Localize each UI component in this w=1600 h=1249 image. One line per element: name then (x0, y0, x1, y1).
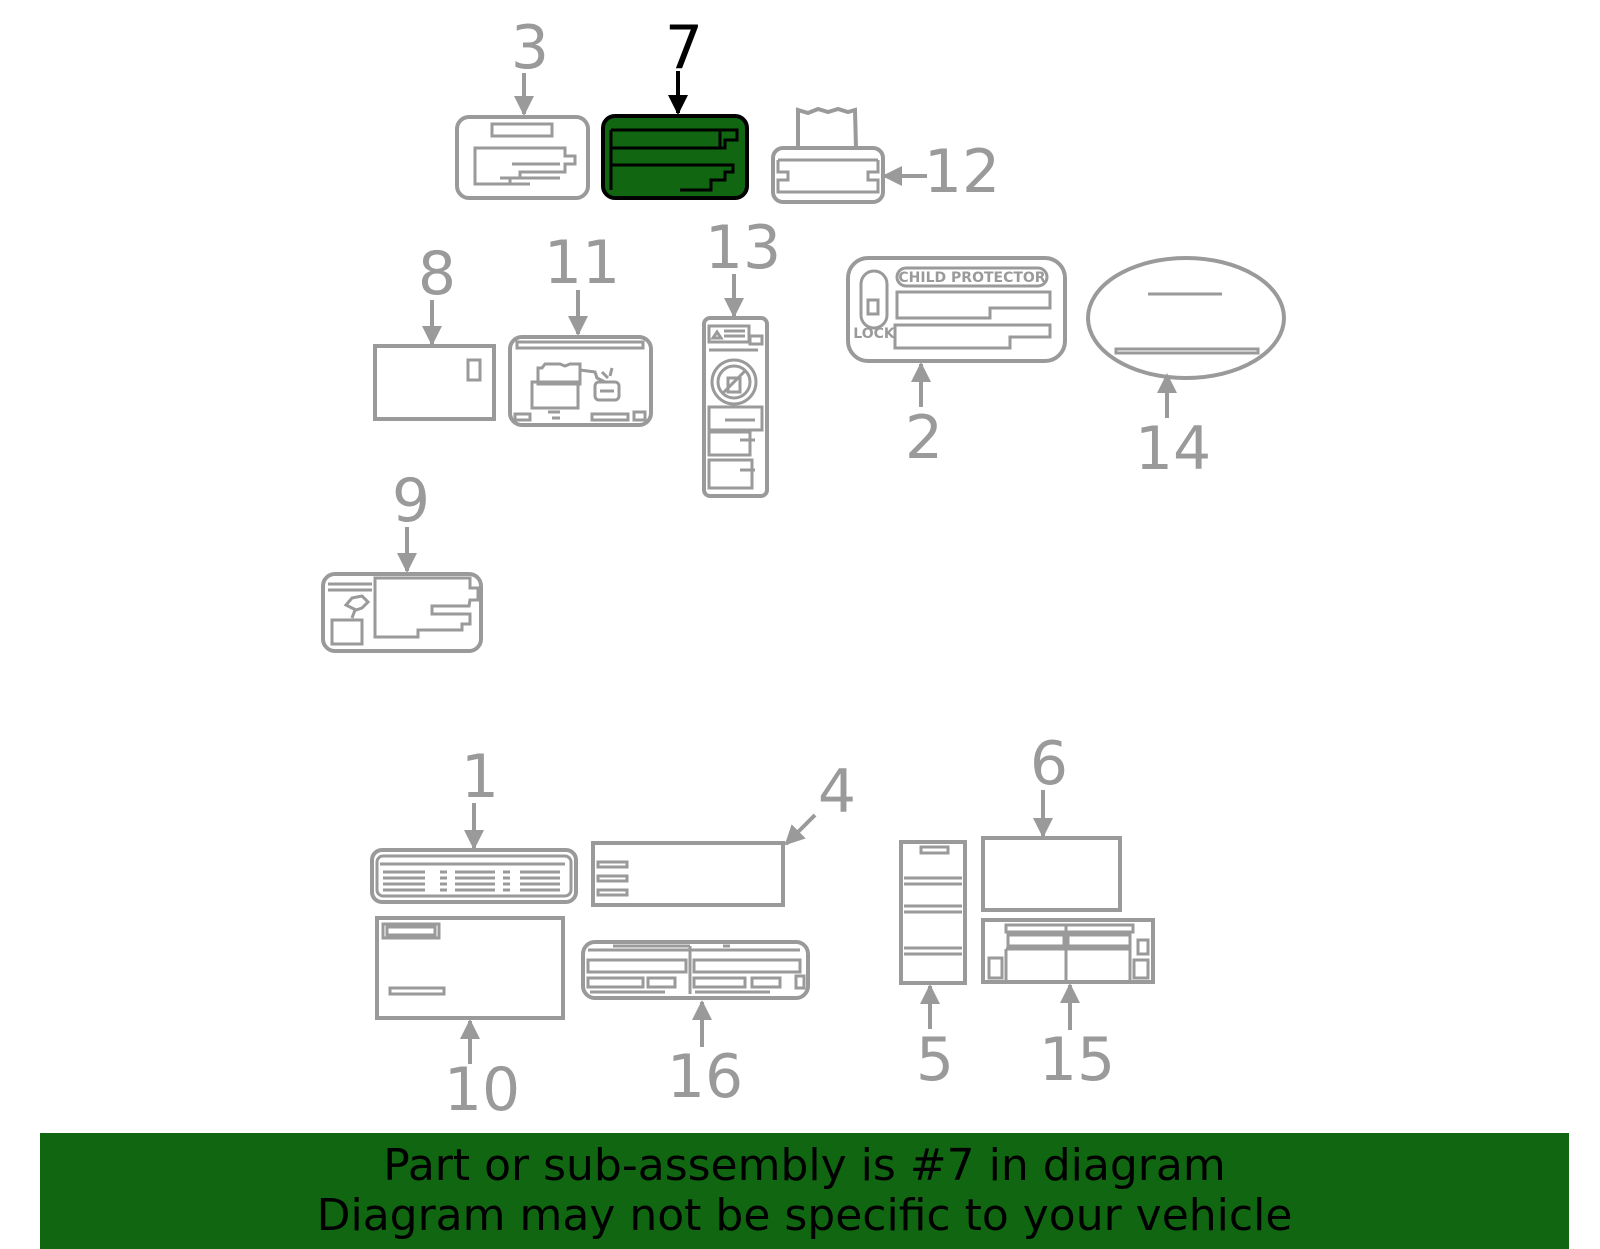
part-1-label-sticker[interactable] (370, 848, 578, 904)
part-10-label-sticker[interactable] (375, 916, 565, 1020)
part-4-label-sticker[interactable] (591, 841, 785, 907)
part-15-label-sticker[interactable] (981, 918, 1155, 984)
lock-text: LOCK (853, 326, 896, 342)
callout-6: 6 (1030, 729, 1068, 799)
part-12-label-sticker[interactable] (771, 106, 885, 204)
callout-11: 11 (544, 228, 620, 298)
banner-part-line: Part or sub-assembly is #7 in diagram (383, 1140, 1226, 1191)
callout-15: 15 (1039, 1025, 1115, 1095)
part-3-label-sticker[interactable] (455, 115, 590, 200)
part-13-label-sticker[interactable] (702, 316, 769, 498)
info-banner: Part or sub-assembly is #7 in diagram Di… (40, 1133, 1569, 1249)
callout-1: 1 (461, 742, 499, 812)
callout-3: 3 (511, 13, 549, 83)
part-11-label-sticker[interactable] (508, 335, 653, 427)
banner-disclaimer-line: Diagram may not be specific to your vehi… (316, 1190, 1293, 1241)
part-16-label-sticker[interactable] (581, 940, 810, 1000)
part-7-label-sticker[interactable] (601, 114, 749, 200)
callout-2: 2 (905, 403, 943, 473)
callout-13: 13 (705, 213, 781, 283)
part-5-label-sticker[interactable] (899, 840, 967, 985)
callout-10: 10 (444, 1055, 520, 1125)
part-8-label-sticker[interactable] (373, 344, 496, 421)
callout-14: 14 (1135, 414, 1211, 484)
child-protector-text: CHILD PROTECTOR (898, 270, 1045, 286)
part-2-child-protector-label[interactable]: CHILD PROTECTOR LOCK (846, 256, 1067, 363)
callout-8: 8 (418, 239, 456, 309)
callout-9: 9 (392, 466, 430, 536)
arrow-4 (784, 813, 817, 846)
callout-4: 4 (818, 757, 856, 827)
callout-16: 16 (667, 1042, 743, 1112)
part-9-label-sticker[interactable] (321, 572, 483, 653)
callout-12: 12 (924, 137, 1000, 207)
part-6-label-sticker[interactable] (981, 836, 1122, 912)
callout-5: 5 (916, 1025, 954, 1095)
callout-7: 7 (665, 13, 703, 83)
part-14-oval-label[interactable] (1086, 256, 1286, 380)
